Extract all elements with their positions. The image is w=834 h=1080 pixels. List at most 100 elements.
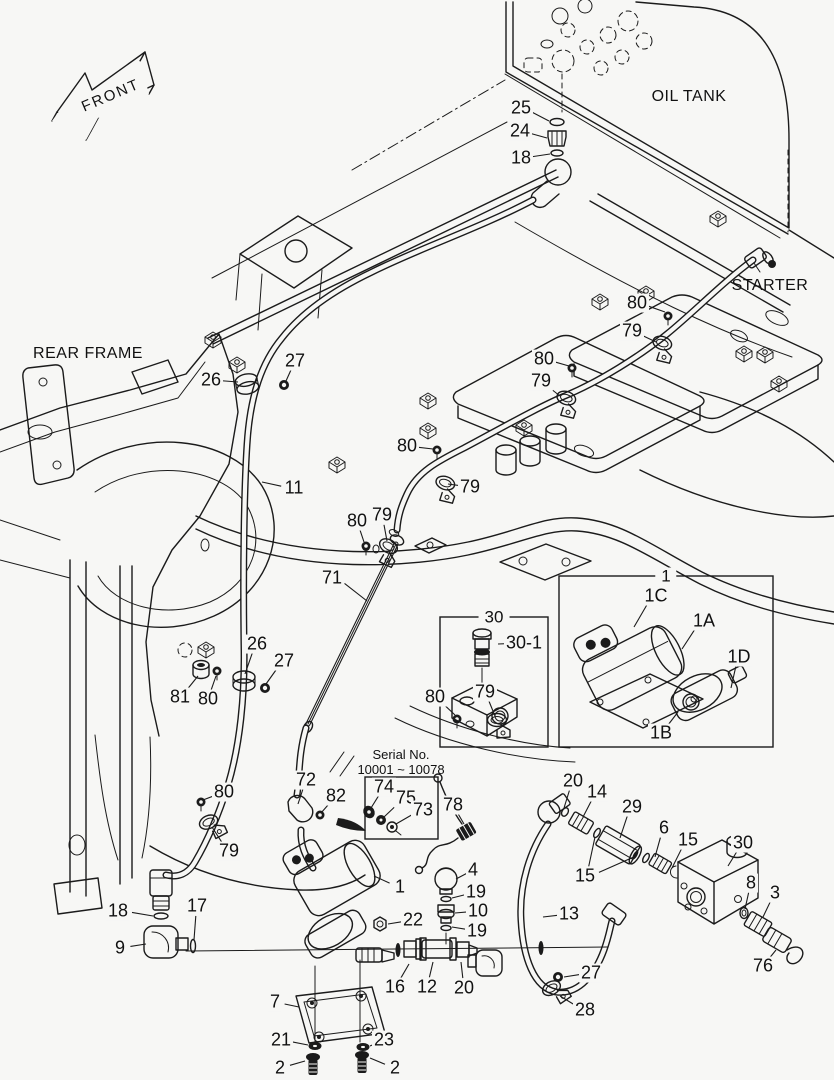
callout-79-4: 79 — [619, 320, 645, 341]
callout-18-35: 18 — [105, 900, 131, 921]
callout-7-43: 7 — [267, 991, 283, 1012]
callout-14-49: 14 — [584, 781, 610, 802]
callout-27-16: 27 — [271, 650, 297, 671]
callout-29-50: 29 — [619, 796, 645, 817]
oil-tank — [504, 0, 834, 259]
callout-74-25: 74 — [371, 776, 397, 797]
leader-line — [667, 711, 679, 726]
leader-line — [289, 1060, 306, 1066]
pump-detail — [573, 624, 748, 729]
leader-line — [681, 628, 696, 650]
leader-line — [244, 653, 253, 675]
return-line — [143, 869, 609, 977]
callout-19-31: 19 — [463, 881, 489, 902]
callout-81-17: 81 — [167, 686, 193, 707]
callout-28-42: 28 — [572, 999, 598, 1020]
callout-24-1: 24 — [507, 120, 533, 141]
callout-2-46: 2 — [272, 1057, 288, 1078]
leader-line — [563, 790, 570, 809]
callout-79-22: 79 — [216, 840, 242, 861]
callout-72-23: 72 — [293, 769, 319, 790]
callout-4-30: 4 — [465, 859, 481, 880]
valve-detail — [451, 628, 518, 737]
callout-18-2: 18 — [508, 147, 534, 168]
leader-line — [455, 873, 467, 880]
callout-71-14: 71 — [319, 567, 345, 588]
callout-1d-61: 1D — [725, 646, 753, 667]
leader-line — [532, 153, 551, 158]
valve-block — [677, 834, 759, 925]
mount-plates — [452, 294, 823, 476]
leader-line — [131, 911, 154, 917]
leader-line — [531, 111, 550, 122]
callout-3-56: 3 — [767, 882, 783, 903]
leader-line — [265, 668, 278, 685]
callout-23-45: 23 — [371, 1029, 397, 1050]
callout-1-29: 1 — [392, 876, 408, 897]
callout-80-21: 80 — [211, 781, 237, 802]
callout-25-0: 25 — [508, 97, 534, 118]
leader-line — [395, 814, 413, 825]
leader-line — [284, 1003, 300, 1008]
callout-80-3: 80 — [624, 292, 650, 313]
leader-line — [582, 800, 592, 818]
starter-hose — [393, 256, 757, 534]
callout-79-11: 79 — [457, 476, 483, 497]
serial-parts — [336, 805, 402, 836]
callout-10-32: 10 — [465, 900, 491, 921]
callout-1b-62: 1B — [647, 722, 675, 743]
leader-line — [383, 524, 388, 542]
leader-line — [369, 1057, 386, 1065]
leader-line — [344, 583, 368, 602]
starter-connector — [744, 247, 776, 273]
leader-line — [373, 875, 390, 884]
leader-line — [193, 915, 197, 941]
leader-line — [211, 826, 223, 844]
leader-line — [285, 368, 292, 382]
callout-1a-60: 1A — [690, 610, 718, 631]
leader-line — [654, 837, 661, 858]
leader-line — [291, 1041, 309, 1046]
leader-line — [221, 380, 239, 383]
callout-79-9: 79 — [528, 370, 554, 391]
leader-line — [400, 963, 410, 979]
leader-line — [387, 921, 404, 925]
leader-line — [727, 851, 738, 867]
callout-12-39: 12 — [414, 976, 440, 997]
detail-box-label-30: 30 — [478, 608, 510, 626]
leader-line — [460, 961, 464, 979]
callout-19-33: 19 — [464, 920, 490, 941]
leader-line — [744, 892, 750, 910]
leader-line — [730, 666, 737, 689]
callout-79-13: 79 — [369, 504, 395, 525]
hose-13 — [517, 820, 627, 996]
callout-20-40: 20 — [451, 977, 477, 998]
callout-1c-59: 1C — [642, 585, 670, 606]
starter-label: STARTER — [732, 277, 809, 294]
leader-line — [671, 848, 683, 869]
leader-line — [553, 361, 570, 367]
callout-16-38: 16 — [382, 976, 408, 997]
leader-line — [633, 603, 648, 628]
leader-line — [130, 943, 147, 948]
callout-9-36: 9 — [112, 937, 128, 958]
leader-line — [359, 529, 365, 543]
callout-15-53: 15 — [572, 865, 598, 886]
callout-21-44: 21 — [268, 1029, 294, 1050]
leader-line — [428, 961, 434, 978]
rear-frame-label: REAR FRAME — [33, 345, 143, 362]
serial-no-title: Serial No. — [372, 747, 429, 762]
leader-line — [451, 926, 468, 930]
callout-15-52: 15 — [675, 829, 701, 850]
serial-no-range: 10001 ~ 10078 — [357, 762, 444, 777]
leader-line — [456, 812, 465, 825]
leader-line — [261, 481, 282, 487]
cap-81 — [192, 659, 210, 680]
callout-27-41: 27 — [578, 962, 604, 983]
leader-line — [542, 914, 559, 918]
leader-line — [559, 995, 576, 1006]
callout-22-34: 22 — [400, 909, 426, 930]
callout-30-1-63: 30-1 — [503, 632, 545, 653]
